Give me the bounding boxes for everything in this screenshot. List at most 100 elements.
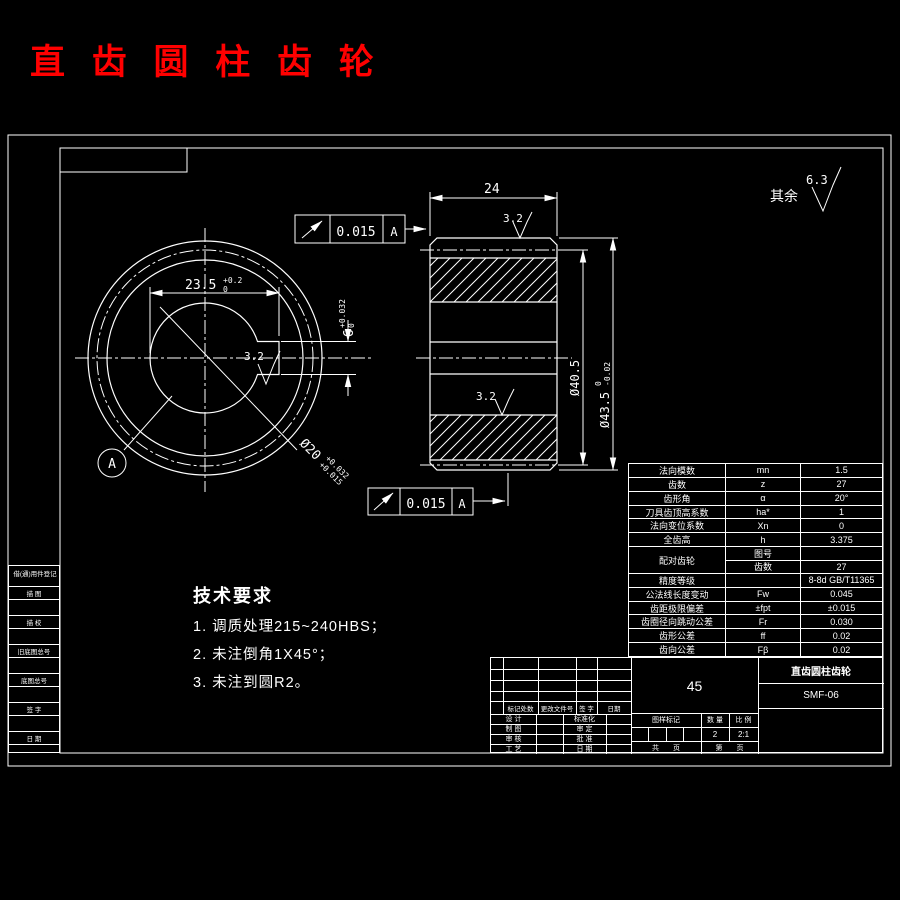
tolerance-datum: A	[390, 225, 398, 239]
line	[491, 714, 631, 715]
roughness-mark-bore: 3.2	[476, 388, 515, 417]
param-value: 1	[838, 507, 844, 517]
line	[729, 713, 730, 741]
dim-tol-upper: 0	[594, 381, 603, 386]
line	[538, 658, 539, 714]
role-draft: 制 图	[505, 726, 522, 733]
runout-frame-bottom: 0.015 A	[367, 473, 509, 516]
param-label: 公法线长度变动	[645, 589, 709, 600]
dim-tol-lower: -0.02	[603, 362, 612, 386]
param-value: 0.02	[832, 630, 851, 641]
line	[491, 724, 631, 725]
line	[631, 741, 758, 742]
param-label: 齿距极限偏差	[649, 603, 704, 614]
surface-note-value: 6.3	[806, 173, 828, 187]
scale-value: 2:1	[737, 729, 750, 739]
param-label: 法向变位系数	[649, 521, 704, 532]
table-row: 公法线长度变动 Fw 0.045	[629, 586, 882, 601]
rev-header-file: 更改文件号	[540, 705, 574, 713]
line	[503, 658, 504, 714]
param-value: 0.045	[830, 589, 853, 600]
line	[491, 701, 631, 702]
qty-label: 数 量	[707, 717, 723, 724]
dim-value: Ø40.5	[568, 360, 582, 396]
dim-value: Ø43.5	[598, 392, 612, 428]
param-symbol	[725, 573, 801, 587]
frame-corner-box	[59, 147, 188, 173]
param-symbol: Xn	[725, 519, 801, 533]
hatch-lower	[430, 415, 557, 460]
param-symbol: α	[725, 491, 801, 505]
param-symbol: mn	[725, 464, 801, 477]
param-label: 齿形角	[663, 493, 691, 504]
surface-note: 其余 6.3	[770, 166, 842, 213]
material: 45	[686, 677, 703, 694]
left-block-header: 借(通)用件登记	[13, 571, 57, 578]
section-view: 24 3.2 3.2 Ø40.5	[294, 182, 618, 516]
param-symbol: Fr	[725, 615, 801, 629]
param-symbol: Fw	[725, 587, 801, 601]
table-row: 齿圈径向跳动公差 Fr 0.030	[629, 614, 882, 629]
param-label: 齿数	[667, 479, 686, 490]
rev-header-date: 日期	[607, 705, 621, 713]
total-pages: 共 页	[652, 744, 680, 752]
dim-value: 23.5	[185, 278, 216, 293]
role-approve: 批 准	[576, 736, 593, 743]
surface-note-prefix: 其余	[770, 188, 798, 205]
line	[758, 658, 759, 754]
param-value: 3.375	[830, 534, 853, 545]
param-label: 齿向公差	[658, 645, 695, 656]
left-block-row: 日 期	[9, 731, 59, 745]
front-view: 23.5 +0.2 0 6 +0.032 0 3.2	[75, 228, 372, 492]
param-value: 0	[838, 520, 844, 531]
param-label: 精度等级	[658, 575, 695, 586]
param-symbol: ha*	[725, 505, 801, 519]
quantity-value: 2	[712, 729, 718, 739]
param-value: 0.02	[832, 644, 851, 655]
rev-header-sign: 签 字	[579, 705, 594, 713]
hatch-upper	[430, 258, 557, 302]
datum-a: A	[97, 395, 173, 478]
drawing-number: SMF-06	[803, 690, 839, 701]
roughness-icon	[512, 211, 533, 240]
table-row: 法向变位系数 Xn 0	[629, 518, 882, 533]
param-symbol: 图号	[725, 547, 801, 560]
line	[491, 680, 631, 681]
line	[491, 669, 631, 670]
role-date: 日 期	[576, 746, 593, 753]
roughness-icon	[811, 166, 842, 213]
line	[631, 658, 632, 754]
left-block-row: 描 图	[9, 586, 59, 600]
param-label: 刀具齿顶高系数	[645, 507, 709, 518]
line	[631, 713, 758, 714]
runout-icon	[373, 492, 394, 511]
dim-bore: Ø20 +0.032 +0.015	[159, 306, 351, 487]
role-process: 工 艺	[505, 746, 522, 753]
table-row: 齿形角 α 20°	[629, 490, 882, 505]
param-symbol: 齿数	[725, 560, 801, 573]
center-lines	[75, 228, 372, 492]
roughness-icon	[494, 388, 515, 417]
part-name: 直齿圆柱齿轮	[791, 667, 851, 678]
line	[606, 714, 607, 754]
param-value: 20°	[834, 493, 849, 504]
line	[491, 744, 631, 745]
param-value: 0.030	[830, 616, 853, 627]
param-symbol: ff	[725, 629, 801, 643]
dim-face-width: 24	[429, 182, 558, 236]
rev-header-mark: 标记处数	[507, 705, 534, 713]
scale-label: 比 例	[735, 717, 752, 724]
param-value: ±0.015	[827, 603, 856, 614]
dim-tol-upper: +0.032	[338, 299, 347, 328]
param-value: 1.5	[835, 465, 848, 476]
left-block-row: 底图总号	[9, 673, 59, 687]
param-label: 齿圈径向跳动公差	[640, 617, 713, 628]
line	[597, 658, 598, 714]
